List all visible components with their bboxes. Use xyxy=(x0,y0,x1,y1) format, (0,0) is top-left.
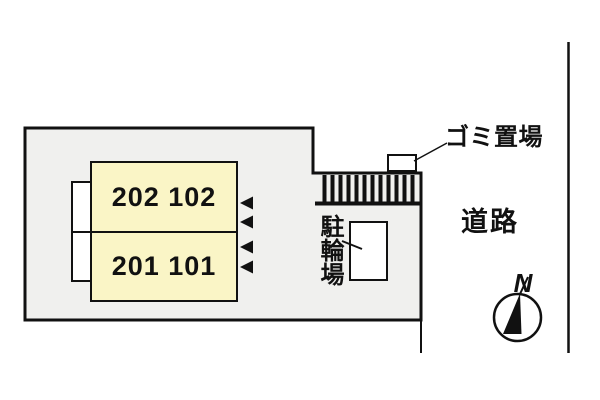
bicycle-parking-box xyxy=(349,221,388,281)
balcony-box-upper xyxy=(71,181,92,233)
balcony-box-lower xyxy=(71,231,92,282)
bicycle-parking-label: 駐輪場 xyxy=(315,214,343,286)
garbage-area-label: ゴミ置場 xyxy=(445,124,543,151)
garbage-area-box xyxy=(387,154,417,172)
entrance-arrow-icon xyxy=(240,240,253,254)
unit-label-201-101: 201 101 xyxy=(111,251,217,281)
unit-room-202-102 xyxy=(90,161,238,233)
compass-north-icon xyxy=(492,276,543,343)
garbage-leader-line xyxy=(413,142,448,162)
compass-north-label: N xyxy=(513,268,533,298)
unit-room-201-101 xyxy=(90,231,238,302)
entrance-arrow-icon xyxy=(240,215,253,229)
entrance-arrow-icon xyxy=(240,196,253,210)
stairs-hatch-icon xyxy=(322,175,415,202)
unit-label-202-102: 202 102 xyxy=(111,181,217,212)
entrance-arrow-icon xyxy=(240,260,253,274)
bicycle-leader-line xyxy=(341,240,363,250)
road-label: 道路 xyxy=(461,207,519,237)
